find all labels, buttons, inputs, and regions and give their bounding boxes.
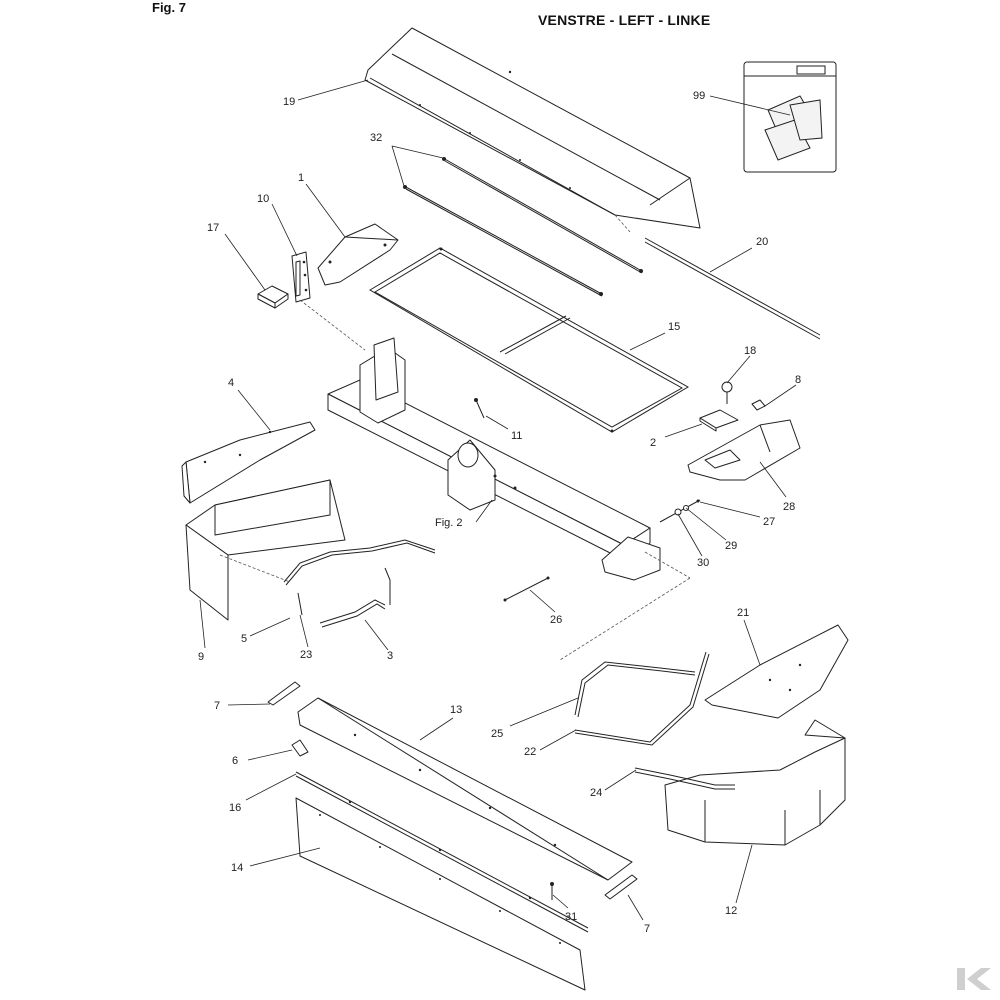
callout-labels: 19 99 32 20 1 10 17 15 18 8 4 11 2 28 27… [198, 90, 801, 935]
part-13-front-cover [297, 697, 633, 881]
callout-31: 31 [565, 911, 577, 923]
part-24-rail [634, 767, 735, 790]
part-17-block [257, 285, 289, 309]
part-9-guard [185, 479, 346, 621]
callout-14: 14 [231, 862, 243, 874]
part-5-rail [283, 539, 436, 605]
part-2-plate [699, 409, 739, 432]
callout-9: 9 [198, 651, 204, 663]
callout-13: 13 [450, 704, 462, 716]
part-18-knob [721, 381, 733, 404]
part-6-clip [291, 739, 309, 757]
part-25-arc-bracket [574, 661, 696, 718]
callout-30: 30 [697, 557, 709, 569]
part-15-frame [369, 247, 690, 433]
callout-5: 5 [241, 633, 247, 645]
callout-2: 2 [650, 437, 656, 449]
part-12-guard [664, 719, 846, 846]
kramp-k-logo-icon [957, 968, 991, 990]
part-19-top-cover [364, 27, 701, 229]
callout-7a: 7 [214, 700, 220, 712]
callout-21: 21 [737, 607, 749, 619]
callout-7b: 7 [644, 923, 650, 935]
part-14-rubber-flap [295, 797, 586, 991]
part-21-cover [704, 624, 849, 719]
part-27-29-30-hardware [659, 499, 701, 523]
part-22-arc-bracket [574, 651, 710, 746]
part-26-rod [503, 576, 550, 602]
diagram-title: VENSTRE - LEFT - LINKE [538, 12, 711, 28]
callout-25: 25 [491, 728, 503, 740]
callout-26: 26 [550, 614, 562, 626]
callout-27: 27 [763, 516, 775, 528]
callout-8: 8 [795, 374, 801, 386]
part-23-pin [297, 592, 303, 616]
part-10-plate [291, 251, 311, 303]
part-99-hardware-bag [743, 61, 837, 173]
callout-10: 10 [257, 193, 269, 205]
callout-17: 17 [207, 222, 219, 234]
part-20-strip [614, 214, 821, 340]
part-16-strip [295, 771, 589, 933]
part-11-pin [474, 398, 485, 419]
callout-23: 23 [300, 649, 312, 661]
part-8-clamp [751, 399, 766, 411]
part-3-bracket [319, 599, 386, 628]
callout-6: 6 [232, 755, 238, 767]
callout-18: 18 [744, 345, 756, 357]
callout-fig2: Fig. 2 [435, 517, 463, 529]
part-4-cover [181, 421, 316, 504]
part-1-bracket [317, 223, 399, 286]
part-28-housing [687, 419, 801, 481]
callout-16: 16 [229, 802, 241, 814]
callout-29: 29 [725, 540, 737, 552]
part-7-bracket-a [267, 681, 301, 706]
callout-19: 19 [283, 96, 295, 108]
callout-1: 1 [298, 172, 304, 184]
callout-3: 3 [387, 650, 393, 662]
callout-99: 99 [693, 90, 705, 102]
main-frame-beam [327, 337, 691, 581]
callout-32: 32 [370, 132, 382, 144]
part-31-bolt [550, 882, 554, 900]
callout-24: 24 [590, 787, 602, 799]
callout-11: 11 [511, 430, 522, 442]
part-7-bracket-b [604, 874, 638, 900]
leader-lines [199, 79, 797, 921]
callout-4: 4 [228, 377, 234, 389]
part-32-rods [403, 157, 643, 297]
figure-label: Fig. 7 [152, 0, 186, 15]
callout-22: 22 [524, 746, 536, 758]
callout-28: 28 [783, 501, 795, 513]
callout-12: 12 [725, 905, 737, 917]
callout-15: 15 [668, 321, 680, 333]
callout-20: 20 [756, 236, 768, 248]
